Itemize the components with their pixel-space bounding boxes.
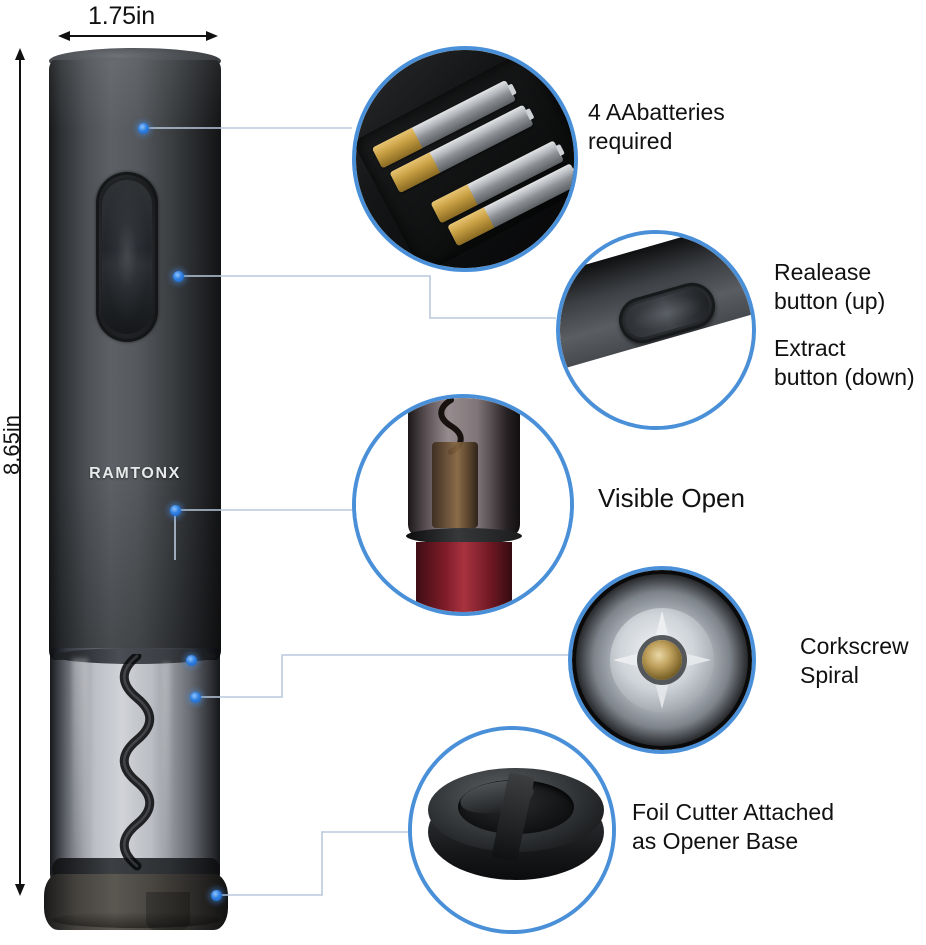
hotspot-dot-corkscrew[interactable] (189, 691, 201, 703)
hotspot-dot-foil-cutter[interactable] (210, 889, 222, 901)
caption-extract-button: Extract button (down) (774, 335, 915, 391)
wine-bottle-neck (416, 542, 512, 612)
hotspot-dot-batteries[interactable] (137, 122, 149, 134)
product-transparent-chamber (50, 648, 220, 882)
height-dimension-arrow (15, 48, 25, 896)
product-image: RAMTONX (44, 48, 236, 930)
hotspot-dot-button[interactable] (172, 270, 184, 282)
callout-batteries (352, 46, 578, 272)
brand-logo: RAMTONX (89, 465, 181, 482)
callout-visible-open (352, 394, 574, 616)
hotspot-dot-chamber[interactable] (185, 654, 197, 666)
caption-corkscrew-spiral: Corkscrew Spiral (800, 633, 909, 689)
caption-visible-open: Visible Open (598, 483, 745, 513)
callout-buttons (556, 230, 756, 430)
width-dimension-arrow (58, 31, 218, 41)
corkscrew-spiral-top-icon (572, 570, 752, 750)
product-control-button (96, 172, 158, 342)
product-body: RAMTONX (49, 60, 221, 660)
chamber-highlight-right (162, 662, 171, 862)
width-dimension-label: 1.75in (88, 2, 155, 30)
caption-release-button: Realease button (up) (774, 259, 886, 315)
chamber-highlight-left (72, 658, 88, 868)
cylinder-rim (406, 528, 522, 544)
spiral-hub (642, 640, 682, 680)
base-notch (146, 892, 190, 930)
caption-foil-cutter: Foil Cutter Attached as Opener Base (632, 799, 834, 855)
visible-open-icon (356, 398, 570, 612)
foil-cutter-icon (412, 730, 612, 930)
corkscrew-spiral-icon (119, 654, 155, 871)
hotspot-dot-visible-open[interactable] (169, 504, 181, 516)
product-foil-cutter-base (44, 874, 228, 930)
callout-corkscrew-spiral (568, 566, 756, 754)
battery-compartment-icon (356, 50, 574, 268)
release-button-icon (560, 234, 752, 426)
caption-batteries: 4 AAbatteries required (588, 99, 725, 155)
callout-foil-cutter (408, 726, 616, 934)
extracted-cork (432, 442, 478, 528)
